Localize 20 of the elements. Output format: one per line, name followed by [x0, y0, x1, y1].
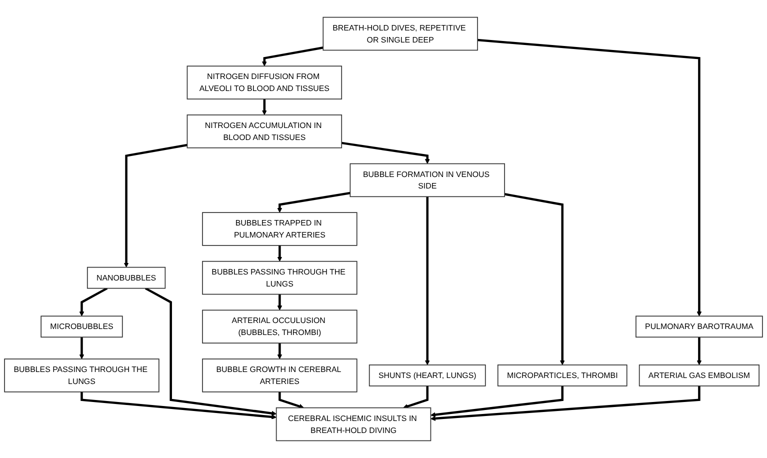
arrow	[278, 392, 304, 409]
arrow	[696, 337, 702, 366]
arrow	[477, 38, 702, 316]
arrow	[341, 142, 430, 164]
arrow	[79, 337, 84, 360]
arrow	[262, 46, 324, 66]
arrow	[430, 386, 700, 421]
arrow	[424, 196, 430, 366]
arrow	[430, 386, 564, 418]
arrow	[277, 245, 282, 262]
arrow	[79, 287, 108, 316]
arrow	[277, 294, 282, 310]
arrow	[504, 193, 565, 366]
arrow	[277, 192, 350, 213]
arrow	[262, 99, 267, 116]
arrow	[144, 287, 277, 416]
arrow	[124, 144, 188, 268]
arrow	[277, 343, 282, 360]
arrow	[80, 392, 277, 420]
arrow	[403, 386, 429, 409]
